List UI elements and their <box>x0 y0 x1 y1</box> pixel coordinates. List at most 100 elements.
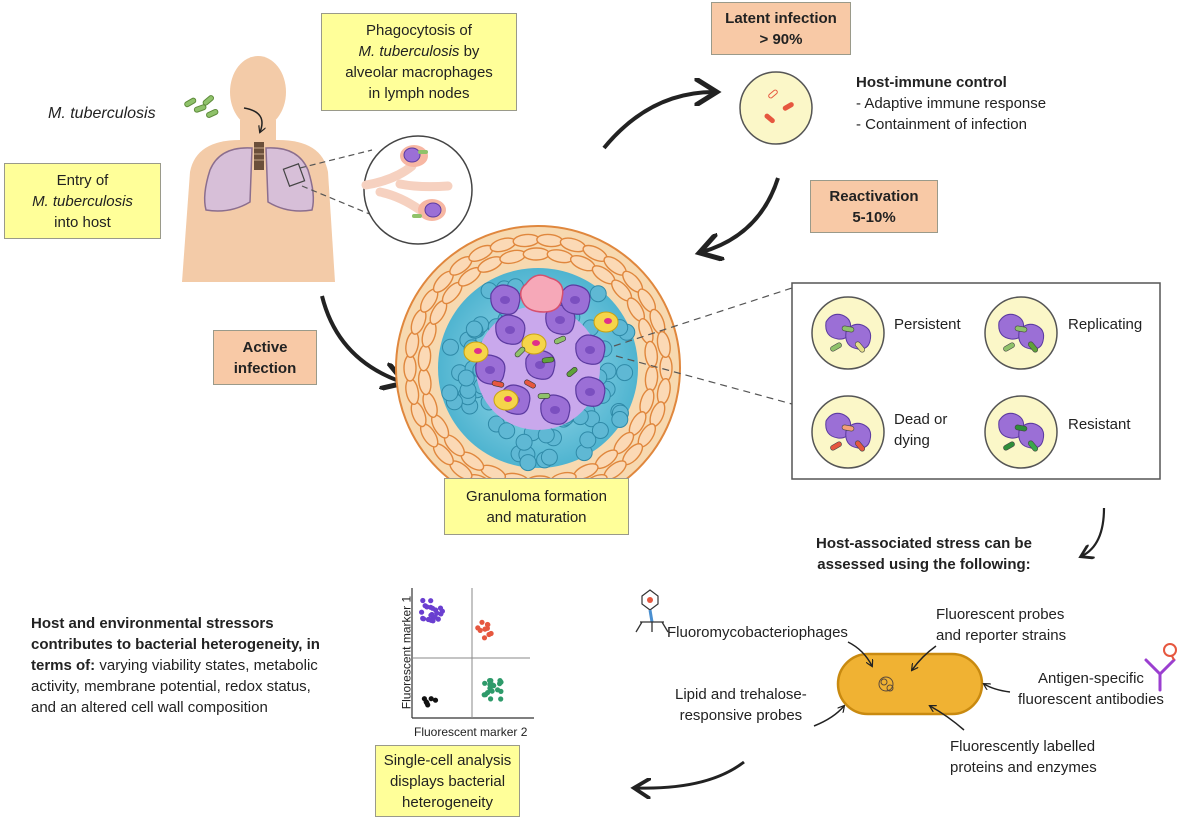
granuloma-bacterium <box>541 356 555 364</box>
active-line2: infection <box>233 359 297 377</box>
scatter-ylabel: Fluorescent marker 1 <box>399 595 414 710</box>
scatter-point <box>420 597 426 604</box>
mtb-label: M. tuberculosis <box>48 105 156 122</box>
reactivation-box: Reactivation 5-10% <box>810 180 938 233</box>
scatter-point <box>439 608 445 614</box>
stressors-text: Host and environmental stressors contrib… <box>31 613 371 718</box>
stressors-line4: activity, membrane potential, redox stat… <box>31 678 311 695</box>
mtb-bacteria-icon <box>184 95 219 118</box>
stress-heading-line2: assessed using the following: <box>817 556 1031 573</box>
arrow-active-infection <box>320 295 402 382</box>
scatter-point <box>428 696 434 702</box>
stressors-line1: Host and environmental stressors <box>31 615 274 632</box>
granuloma-line1: Granuloma formation <box>466 487 607 505</box>
antibody-icon <box>1144 643 1177 692</box>
alveoli-zoom-circle <box>361 135 473 245</box>
reactivation-line1: Reactivation <box>829 187 919 205</box>
lymphocyte-cell <box>519 454 537 472</box>
phagocytosis-line4: in lymph nodes <box>368 85 470 102</box>
fibroblast-cell <box>659 354 673 382</box>
host-immune-control: Host-immune control - Adaptive immune re… <box>856 72 1046 135</box>
scatter-point <box>498 696 504 702</box>
scatter-point <box>477 627 483 634</box>
granuloma-bacterium <box>514 346 526 358</box>
label-reporter-line1: Fluorescent probes <box>936 606 1065 623</box>
stress-heading-line1: Host-associated stress can be <box>816 535 1032 552</box>
lymphocyte-cell <box>589 285 607 303</box>
label-lipid-line2: responsive probes <box>679 707 803 724</box>
granuloma-bacterium <box>554 335 566 345</box>
lymphocyte-cell <box>591 422 609 439</box>
state-replicating: Replicating <box>1068 316 1143 333</box>
phagocytosis-line1: Phagocytosis of <box>366 22 472 39</box>
scatter-point <box>422 603 428 609</box>
state-dead-line1: Dead or <box>894 411 948 428</box>
single-cell-line2: displays bacterial <box>389 772 506 790</box>
lymphocyte-cell <box>515 433 533 451</box>
scatter-plot <box>411 588 534 719</box>
lymphocyte-cell <box>442 338 459 356</box>
phagocytosis-line2: M. tuberculosis by <box>359 41 480 62</box>
scatter-point <box>495 687 501 693</box>
scatter-point <box>497 678 503 684</box>
entry-line3: into host <box>54 213 111 231</box>
arrow-reactivation <box>702 177 780 252</box>
entry-line1: Entry of <box>56 171 109 189</box>
label-labelled: Fluorescently labelled proteins and enzy… <box>950 736 1097 778</box>
entry-box: Entry of M. tuberculosis into host <box>4 163 161 239</box>
label-labelled-line1: Fluorescently labelled <box>950 738 1096 755</box>
fibroblast-cell <box>403 354 417 382</box>
granuloma-line2: and maturation <box>486 508 587 526</box>
granuloma-bacterium <box>491 380 505 388</box>
phagocytosis-box: Phagocytosis of M. tuberculosis by alveo… <box>321 13 517 111</box>
scatter-point <box>485 690 491 696</box>
bacterium-cell <box>836 652 984 716</box>
scatter-point <box>433 607 439 613</box>
scatter-point <box>485 622 491 628</box>
scatter-point <box>421 616 427 622</box>
lymphocyte-cell <box>498 422 516 440</box>
scatter-point <box>488 630 494 637</box>
lymphocyte-cell <box>457 369 475 387</box>
scatter-point <box>489 688 495 694</box>
label-antibodies-line1: Antigen-specific <box>1038 670 1144 687</box>
latent-line1: Latent infection <box>725 9 837 27</box>
fibroblast-cell <box>522 247 550 261</box>
stressors-line3: terms of: varying viability states, meta… <box>31 655 371 676</box>
label-labelled-line2: proteins and enzymes <box>950 759 1097 776</box>
label-reporter-line2: and reporter strains <box>936 627 1067 644</box>
label-phages: Fluoromycobacteriophages <box>667 624 848 641</box>
necrotic-core <box>519 274 564 313</box>
granuloma-bacterium <box>524 379 536 389</box>
single-cell-line1: Single-cell analysis <box>383 751 512 769</box>
single-cell-box: Single-cell analysis displays bacterial … <box>375 745 520 817</box>
arrow-to-single-cell <box>636 760 745 788</box>
host-immune-item2: - Containment of infection <box>856 116 1027 133</box>
phage-icon <box>635 589 669 633</box>
phagocytosis-line3: alveolar macrophages <box>345 64 493 81</box>
scatter-point <box>487 682 493 688</box>
stress-heading: Host-associated stress can be assessed u… <box>816 533 1032 575</box>
scatter-point <box>432 614 438 620</box>
granuloma <box>395 225 681 511</box>
host-immune-item1: - Adaptive immune response <box>856 95 1047 112</box>
label-antibodies-line2: fluorescent antibodies <box>1018 691 1164 708</box>
reactivation-line2: 5-10% <box>852 208 896 226</box>
active-line1: Active <box>242 338 288 356</box>
stressors-line5: and an altered cell wall composition <box>31 699 268 716</box>
state-dead-line2: dying <box>894 432 930 449</box>
stressors-line3-rest: varying viability states, metabolic <box>95 657 318 674</box>
fibroblast-cell <box>644 340 659 369</box>
scatter-point <box>432 697 439 703</box>
phagocytosis-line2-italic: M. tuberculosis <box>358 43 460 60</box>
state-dead: Dead or dying <box>894 409 947 451</box>
lymphocyte-cell <box>465 320 483 338</box>
state-persistent: Persistent <box>894 316 961 333</box>
host-immune-title: Host-immune control <box>856 74 1007 91</box>
active-infection-box: Active infection <box>213 330 317 385</box>
scatter-point <box>479 619 485 625</box>
lymphocyte-cell <box>540 448 558 466</box>
granuloma-bacterium <box>537 393 551 399</box>
latent-cell-circle <box>739 71 813 145</box>
